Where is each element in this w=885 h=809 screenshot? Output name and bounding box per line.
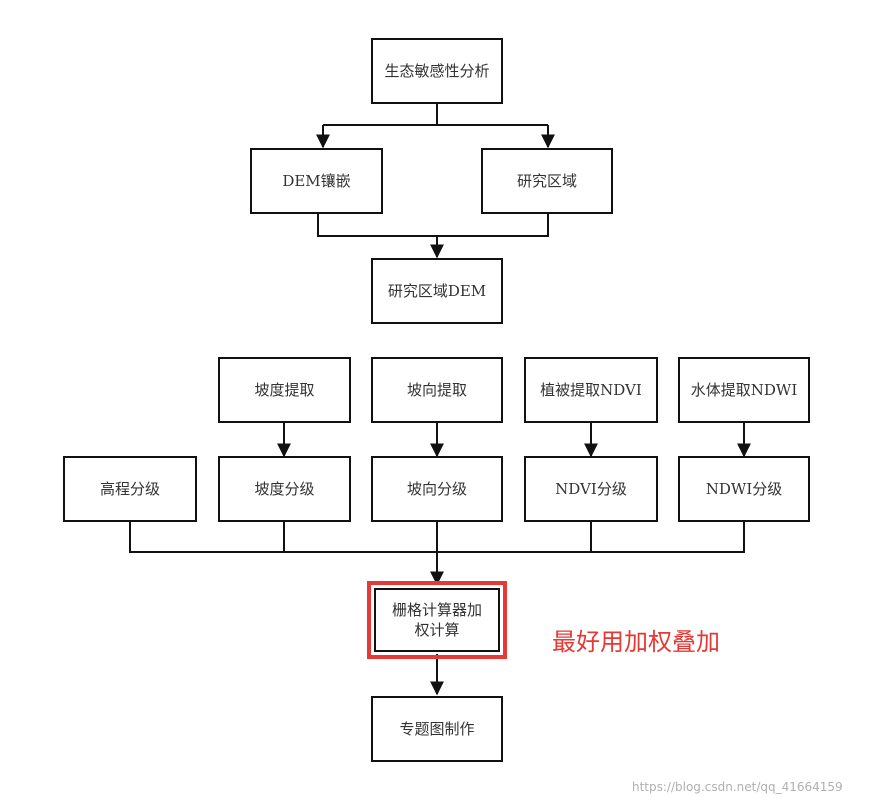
node-ndvi-class: NDVI分级	[524, 456, 658, 522]
node-ndwi-class: NDWI分级	[678, 456, 810, 522]
connector-dem-mosaic-down	[317, 214, 549, 237]
node-ndwi-extract: 水体提取NDWI	[678, 357, 810, 423]
node-elevation-class: 高程分级	[63, 456, 197, 522]
node-raster-calculator: 栅格计算器加权计算	[367, 581, 507, 659]
node-ecological-sensitivity: 生态敏感性分析	[371, 38, 503, 104]
node-aspect-class: 坡向分级	[371, 456, 503, 522]
node-thematic-map: 专题图制作	[371, 696, 503, 762]
node-dem-mosaic: DEM镶嵌	[250, 148, 383, 214]
node-study-area-dem: 研究区域DEM	[371, 258, 503, 324]
watermark: https://blog.csdn.net/qq_41664159	[632, 780, 843, 794]
node-aspect-extract: 坡向提取	[371, 357, 503, 423]
annotation-weighted-overlay: 最好用加权叠加	[552, 628, 720, 656]
node-study-area: 研究区域	[481, 148, 613, 214]
node-ndvi-extract: 植被提取NDVI	[524, 357, 658, 423]
node-slope-extract: 坡度提取	[218, 357, 351, 423]
node-slope-class: 坡度分级	[218, 456, 351, 522]
